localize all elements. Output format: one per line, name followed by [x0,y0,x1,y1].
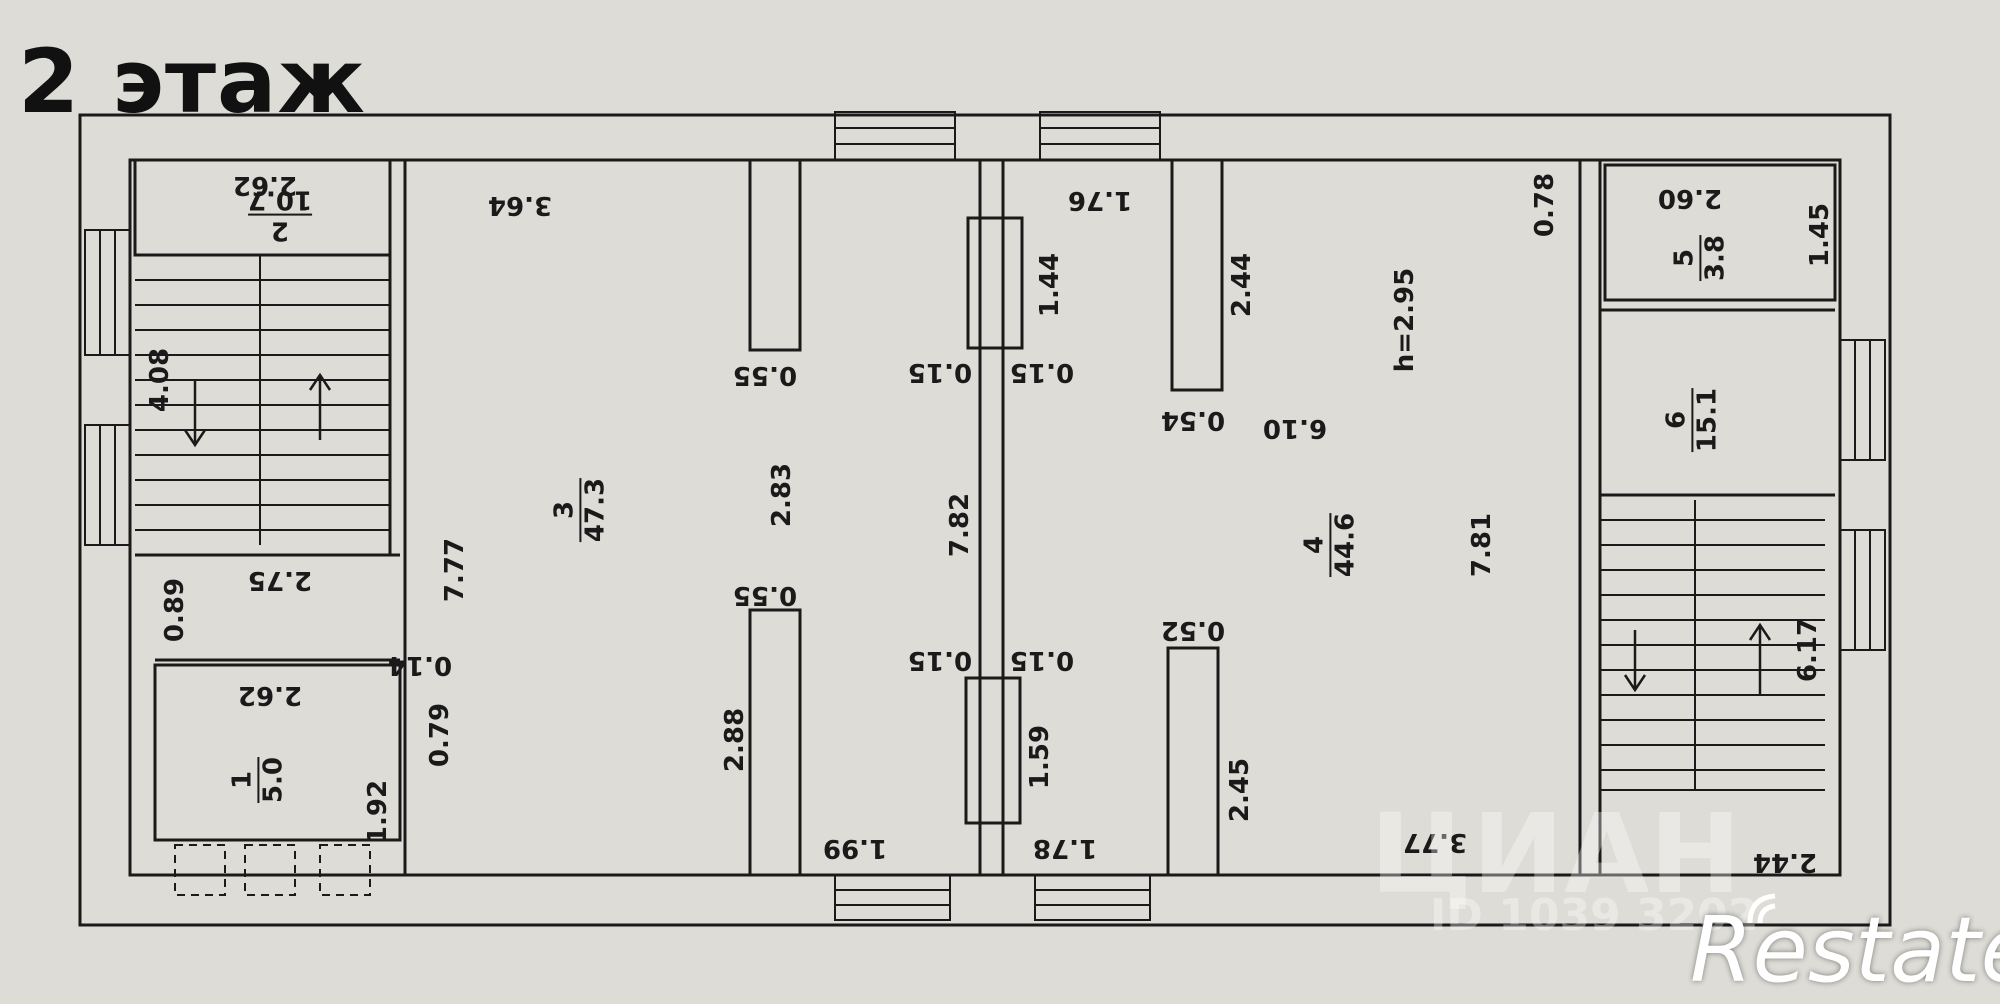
room-number: 6 [1661,410,1692,430]
dimension-label: 1.92 [363,779,393,845]
dimension-label: 0.52 [1160,615,1226,645]
dimension-label: 0.55 [732,580,798,610]
restate-logo: Restate [1690,898,2000,1003]
dimension-label: 1.44 [1035,252,1065,318]
room-number: 3 [549,500,580,520]
dimension-label: 0.55 [732,360,798,390]
room-number: 1 [227,770,258,790]
dimension-label: 6.17 [1793,617,1823,683]
dimension-label: 2.83 [767,462,797,528]
dimension-label: 7.81 [1467,512,1497,578]
signal-logo-icon [1747,893,1776,924]
dimension-label: 3.64 [487,190,553,220]
dimension-label: 1.76 [1067,185,1133,215]
room-area: 47.3 [579,477,610,543]
dimension-label: 0.89 [160,577,190,643]
room-number: 4 [1299,535,1330,555]
room-area: 44.6 [1329,512,1360,578]
dimension-label: 0.15 [1009,645,1075,675]
dimension-label: 4.08 [145,347,175,413]
room-area: 15.1 [1691,387,1722,453]
dimension-label: 0.79 [425,702,455,768]
dimension-label: 7.77 [440,537,470,603]
dimension-label: 2.45 [1225,757,1255,823]
dimension-label: 2.44 [1752,847,1818,877]
dimension-label: 7.82 [945,492,975,558]
dimension-label: 2.62 [237,680,303,710]
dimension-label: 0.54 [1160,405,1226,435]
room-number: 2 [270,215,290,246]
watermark-id: ID 1039 3202 [1430,890,1759,941]
dimension-label: 2.75 [247,565,313,595]
dimension-label: 6.10 [1262,413,1328,443]
dimension-label: 1.99 [822,833,888,863]
dimension-label: 0.78 [1530,172,1560,238]
dimension-label: 0.15 [907,357,973,387]
dimension-label: 1.59 [1025,724,1055,790]
room-area: 3.8 [1699,234,1730,282]
room-number: 5 [1669,248,1700,268]
outer-wall [78,113,1892,927]
dimension-label: 1.45 [1805,202,1835,268]
dimension-label: 2.88 [720,707,750,773]
watermark: ЦИАН [1370,790,1742,918]
room-area: 10.7 [247,185,313,216]
dimension-label: 2.60 [1657,183,1723,213]
dimension-label: 1.78 [1032,833,1098,863]
dimension-label: 2.44 [1227,252,1257,318]
ceiling-height-label: h=2.95 [1390,267,1420,373]
dimension-label: 0.15 [907,645,973,675]
dimension-label: 0.14 [387,650,453,680]
inner-wall [128,158,1842,877]
floor-title: 2 этаж [18,30,366,133]
dimension-label: 0.15 [1009,357,1075,387]
room-area: 5.0 [257,756,288,804]
